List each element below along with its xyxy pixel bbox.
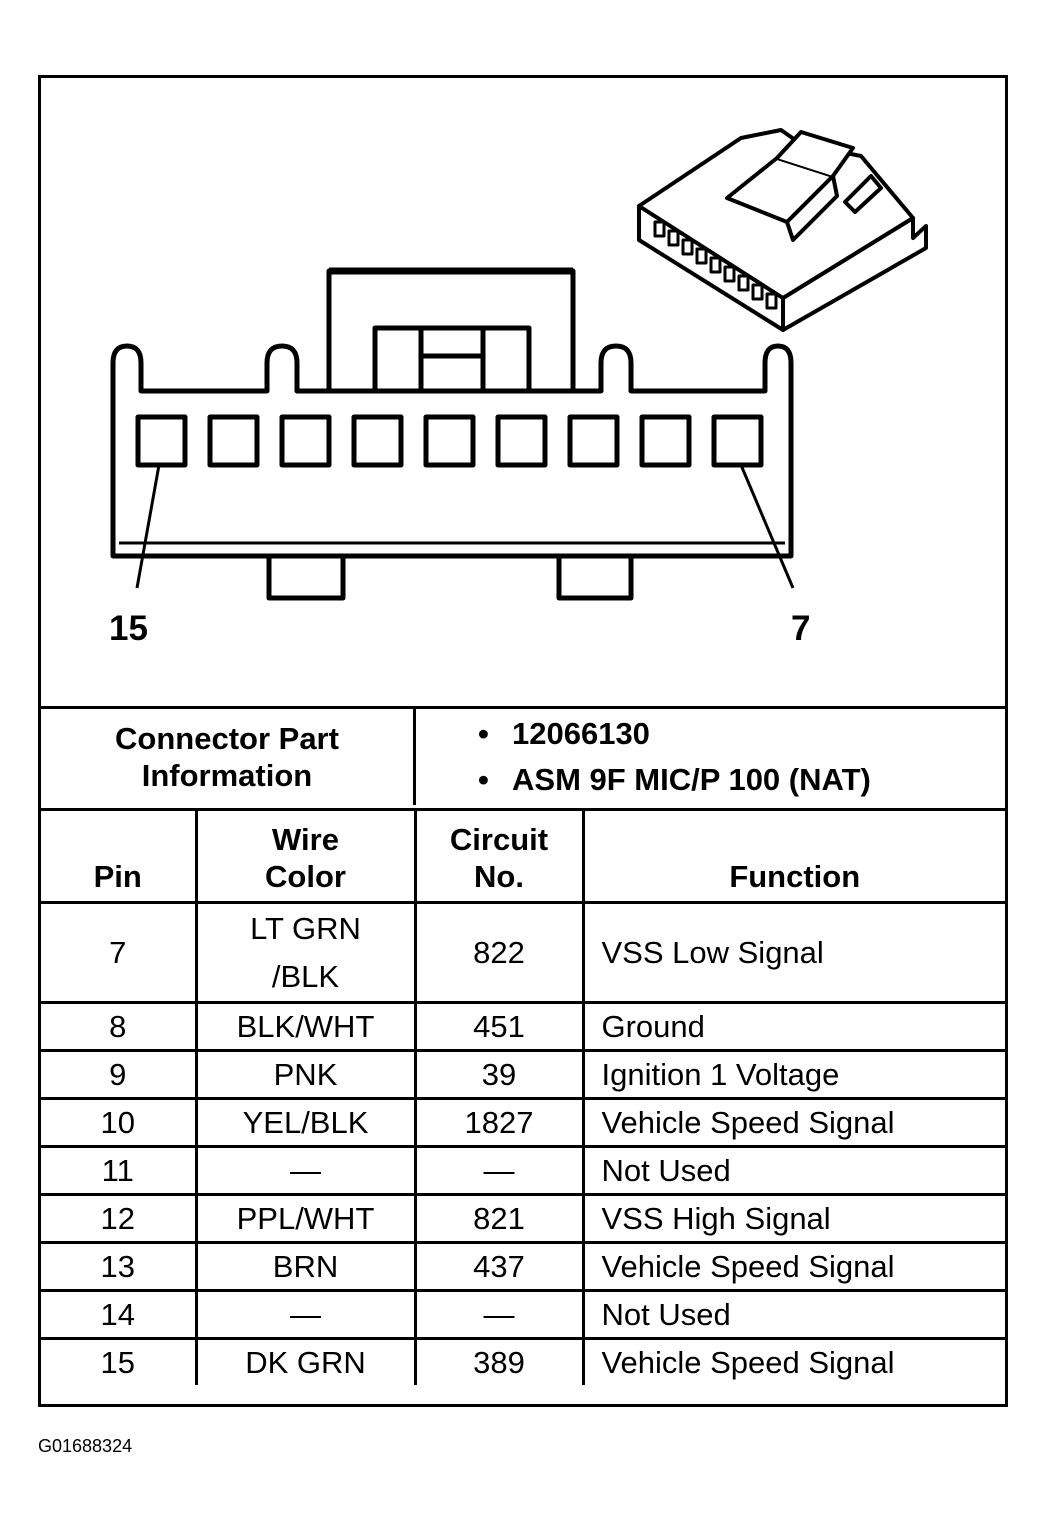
table-row: 10 YEL/BLK 1827 Vehicle Speed Signal [41,1097,1005,1148]
wire-color-cell: — [194,1289,417,1340]
circuit-cell: 821 [413,1193,585,1244]
pin-cavity [279,414,332,468]
pin-cell: 14 [41,1289,198,1340]
wire-color-cell: YEL/BLK [194,1097,417,1148]
circuit-cell: 822 [413,901,585,1004]
function-cell: Ground [581,1001,1005,1052]
pin-cavity [423,414,476,468]
connector-outline [110,343,794,559]
function-cell: Not Used [581,1145,1005,1196]
callout-pin-7: 7 [791,609,810,648]
function-cell: Vehicle Speed Signal [581,1337,1005,1385]
pin-cell: 13 [41,1241,198,1292]
function-cell: Ignition 1 Voltage [581,1049,1005,1100]
wire-color-cell: LT GRN/BLK [194,901,417,1004]
table-row: 14 — — Not Used [41,1289,1005,1340]
figure-id: G01688324 [38,1436,133,1456]
pin-cavity [207,414,260,468]
part-info-values: •12066130 •ASM 9F MIC/P 100 (NAT) [414,706,1005,805]
part-description: •ASM 9F MIC/P 100 (NAT) [478,757,1005,803]
bottom-key-left [266,556,346,601]
part-number: •12066130 [478,711,1005,757]
pin-cavity [639,414,692,468]
header-function: Function [581,808,1005,904]
pin-cell: 9 [41,1049,198,1100]
table-row: 11 — — Not Used [41,1145,1005,1196]
table-row: 8 BLK/WHT 451 Ground [41,1001,1005,1052]
figure-frame: 15 7 Connector Part Information •1206613… [38,75,1008,1407]
pin-cavity [495,414,548,468]
circuit-cell: — [413,1145,585,1196]
wire-color-cell: DK GRN [194,1337,417,1385]
bottom-key-right [556,556,634,601]
function-cell: Vehicle Speed Signal [581,1241,1005,1292]
leader-line-7 [739,464,795,589]
circuit-cell: 451 [413,1001,585,1052]
wire-color-cell: — [194,1145,417,1196]
table-row: 7 LT GRN/BLK 822 VSS Low Signal [41,901,1005,1004]
bullet-icon: • [478,716,489,751]
header-pin: Pin [41,808,198,904]
table-row: 13 BRN 437 Vehicle Speed Signal [41,1241,1005,1292]
table-row: 9 PNK 39 Ignition 1 Voltage [41,1049,1005,1100]
function-cell: Vehicle Speed Signal [581,1097,1005,1148]
pin-cell: 10 [41,1097,198,1148]
leader-line-15 [135,464,161,589]
bullet-icon: • [478,762,489,797]
pin-cell: 15 [41,1337,198,1385]
table-row: 15 DK GRN 389 Vehicle Speed Signal [41,1337,1005,1385]
wire-color-cell: PPL/WHT [194,1193,417,1244]
locking-tab [326,268,576,391]
part-info-label-line2: Information [141,758,313,793]
function-cell: VSS High Signal [581,1193,1005,1244]
pin-cell: 7 [41,901,198,1004]
connector-diagram: 15 7 [109,128,928,648]
connector-part-info: Connector Part Information •12066130 •AS… [41,706,1005,805]
pin-cell: 8 [41,1001,198,1052]
pin-cell: 12 [41,1193,198,1244]
function-cell: Not Used [581,1289,1005,1340]
circuit-cell: 1827 [413,1097,585,1148]
pin-cell: 11 [41,1145,198,1196]
circuit-cell: — [413,1289,585,1340]
function-cell: VSS Low Signal [581,901,1005,1004]
pin-cavity [567,414,620,468]
wire-color-cell: BRN [194,1241,417,1292]
circuit-cell: 437 [413,1241,585,1292]
wire-color-cell: BLK/WHT [194,1001,417,1052]
part-info-label: Connector Part Information [41,706,416,805]
circuit-cell: 39 [413,1049,585,1100]
table-row: 12 PPL/WHT 821 VSS High Signal [41,1193,1005,1244]
connector-3d-illustration [637,128,928,332]
pin-cavity [711,414,764,468]
pin-cavity [135,414,188,468]
pin-cavity [351,414,404,468]
wire-color-cell: PNK [194,1049,417,1100]
part-info-label-line1: Connector Part [115,721,339,756]
callout-pin-15: 15 [109,609,148,648]
circuit-cell: 389 [413,1337,585,1385]
